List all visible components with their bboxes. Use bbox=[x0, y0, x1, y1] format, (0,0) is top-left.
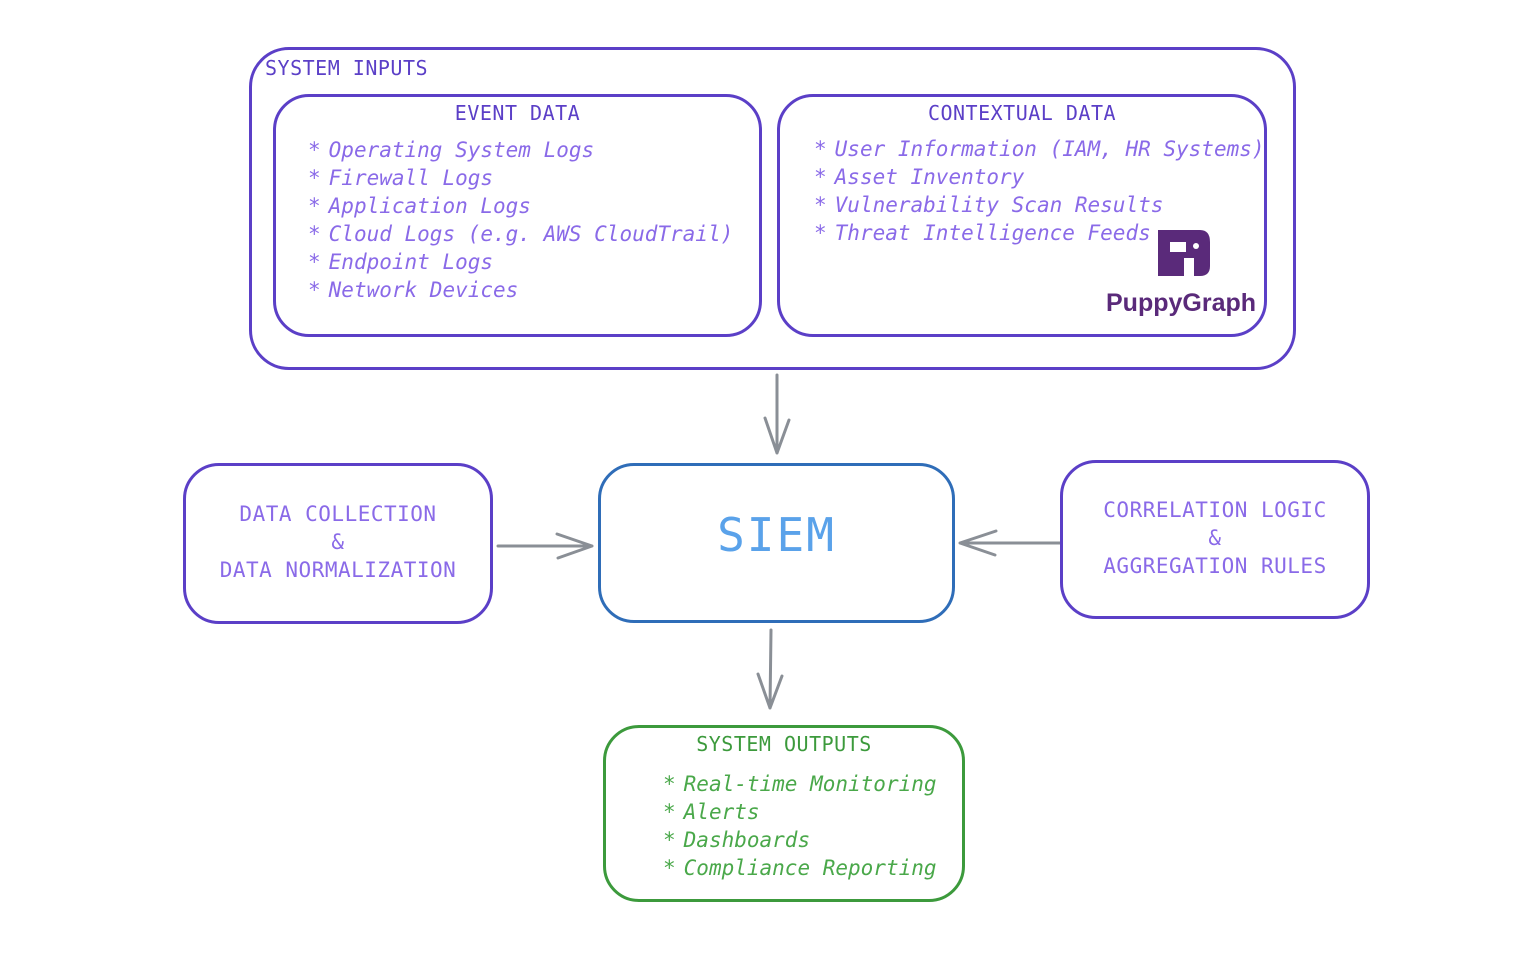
list-item: *Asset Inventory bbox=[814, 165, 1025, 189]
arrow-correlation-to-siem bbox=[958, 529, 1062, 557]
list-item: *Application Logs bbox=[308, 194, 531, 218]
correlation-line3: AGGREGATION RULES bbox=[1103, 554, 1327, 578]
contextual-data-box bbox=[777, 94, 1267, 337]
list-item: *Compliance Reporting bbox=[663, 856, 937, 880]
puppygraph-logo-icon bbox=[1158, 230, 1210, 276]
list-item: *Threat Intelligence Feeds bbox=[814, 221, 1151, 245]
list-item: *Vulnerability Scan Results bbox=[814, 193, 1164, 217]
contextual-data-list: *User Information (IAM, HR Systems) *Ass… bbox=[814, 135, 1265, 247]
arrow-siem-to-outputs bbox=[756, 628, 784, 710]
event-data-box bbox=[273, 94, 762, 337]
contextual-data-title: CONTEXTUAL DATA bbox=[927, 101, 1117, 125]
system-outputs-list: *Real-time Monitoring *Alerts *Dashboard… bbox=[663, 770, 937, 882]
list-item: *Operating System Logs bbox=[308, 138, 595, 162]
correlation-label: CORRELATION LOGIC & AGGREGATION RULES bbox=[1060, 496, 1370, 580]
data-collection-box bbox=[183, 463, 493, 624]
system-inputs-container bbox=[249, 47, 1296, 370]
list-item: *Firewall Logs bbox=[308, 166, 494, 190]
correlation-line1: CORRELATION LOGIC bbox=[1103, 498, 1327, 522]
correlation-line2: & bbox=[1208, 526, 1222, 550]
list-item: *Alerts bbox=[663, 800, 760, 824]
data-collection-line3: DATA NORMALIZATION bbox=[219, 558, 457, 582]
correlation-box bbox=[1060, 460, 1370, 619]
list-item: *Dashboards bbox=[663, 828, 811, 852]
data-collection-line2: & bbox=[331, 530, 345, 554]
event-data-list: *Operating System Logs *Firewall Logs *A… bbox=[308, 136, 733, 304]
siem-box bbox=[598, 463, 955, 623]
list-item: *Endpoint Logs bbox=[308, 250, 494, 274]
data-collection-label: DATA COLLECTION & DATA NORMALIZATION bbox=[183, 500, 493, 584]
list-item: *Real-time Monitoring bbox=[663, 772, 937, 796]
list-item: *Cloud Logs (e.g. AWS CloudTrail) bbox=[308, 222, 734, 246]
event-data-title: EVENT DATA bbox=[454, 101, 581, 125]
arrow-inputs-to-siem bbox=[763, 373, 791, 455]
puppygraph-logo-text: PuppyGraph bbox=[1106, 289, 1257, 317]
system-outputs-box bbox=[603, 725, 965, 902]
list-item: *Network Devices bbox=[308, 278, 519, 302]
arrow-collection-to-siem bbox=[496, 532, 594, 560]
siem-label: SIEM bbox=[717, 508, 836, 562]
list-item: *User Information (IAM, HR Systems) bbox=[814, 137, 1265, 161]
data-collection-line1: DATA COLLECTION bbox=[239, 502, 437, 526]
system-outputs-title: SYSTEM OUTPUTS bbox=[696, 732, 872, 756]
system-inputs-label: SYSTEM INPUTS bbox=[265, 56, 429, 80]
